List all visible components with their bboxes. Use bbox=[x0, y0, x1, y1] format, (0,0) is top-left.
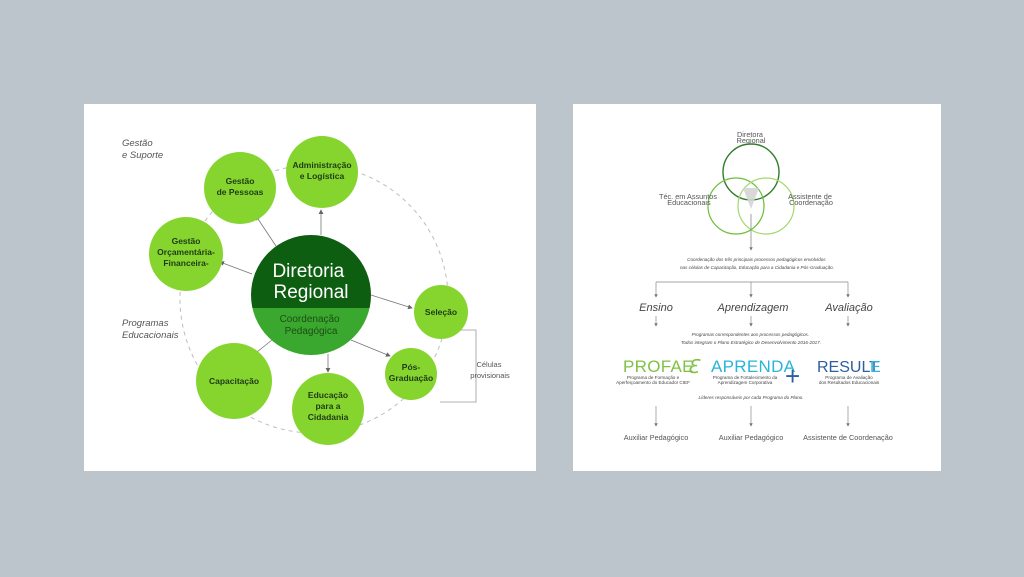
node-capacitacao: Capacitação bbox=[196, 343, 272, 419]
process-ensino: Ensino bbox=[639, 302, 673, 314]
svg-text:+: + bbox=[785, 361, 800, 391]
venn-label-tecnico: Téc. em Assuntos Educacionais bbox=[659, 192, 719, 207]
pedagogical-structure-panel: Diretora Regional Téc. em Assuntos Educa… bbox=[573, 104, 941, 471]
svg-text:PROFAE: PROFAE bbox=[623, 357, 694, 376]
venn-label-diretora: Diretora Regional bbox=[737, 130, 766, 145]
svg-text:Capacitação: Capacitação bbox=[209, 376, 259, 386]
svg-text:Programa de Fortalecimento da: Programa de Fortalecimento da bbox=[713, 375, 778, 380]
node-selecao: Seleção bbox=[414, 285, 468, 339]
connector-arrows bbox=[219, 209, 413, 373]
section-gestao-label: Gestão e Suporte bbox=[122, 138, 163, 161]
center-subtitle: Coordenação Pedagógica bbox=[280, 314, 343, 337]
svg-text:Programa de Avaliação: Programa de Avaliação bbox=[825, 375, 873, 380]
venn-circle-assistente bbox=[737, 177, 795, 235]
center-node: Diretoria Regional Coordenação Pedagógic… bbox=[251, 235, 371, 355]
svg-text:Programa de Formação e: Programa de Formação e bbox=[627, 375, 680, 380]
svg-text:Seleção: Seleção bbox=[425, 307, 457, 317]
svg-text:ℇ: ℇ bbox=[687, 357, 701, 378]
svg-text:E: E bbox=[870, 359, 881, 376]
venn-circle-tecnico bbox=[707, 177, 765, 235]
pedagogical-structure-diagram: Diretora Regional Téc. em Assuntos Educa… bbox=[616, 130, 893, 442]
process-avaliacao: Avaliação bbox=[824, 302, 873, 314]
coordination-text: Coordenação dos três principais processo… bbox=[680, 257, 834, 270]
svg-text:APRENDA: APRENDA bbox=[711, 357, 796, 376]
role-assistente: Assistente de Coordenação bbox=[803, 433, 893, 442]
role-auxiliar-1: Auxiliar Pedagógico bbox=[624, 433, 689, 442]
svg-text:Aperfeiçoamento do Educador CI: Aperfeiçoamento do Educador CIEF bbox=[616, 380, 690, 385]
process-down-arrows bbox=[654, 316, 850, 327]
logo-resulte: RESULT E Programa de Avaliação dos Resul… bbox=[817, 359, 881, 385]
svg-text:RESULT: RESULT bbox=[817, 359, 879, 376]
svg-text:Aprendizagem Corporativa: Aprendizagem Corporativa bbox=[718, 380, 773, 385]
celulas-provisionais-label: Células provisionais bbox=[470, 360, 510, 380]
programas-text: Programas correspondentes aos processos … bbox=[681, 332, 821, 345]
lideres-text: Líderes responsáveis por cada Programa d… bbox=[699, 395, 804, 400]
venn-label-assistente: Assistente de Coordenação bbox=[788, 192, 834, 207]
logo-aprenda: APRENDA + Programa de Fortalecimento da … bbox=[711, 357, 800, 391]
org-cycle-panel: Gestão e Suporte Programas Educacionais … bbox=[84, 104, 536, 471]
node-pos-graduacao: Pós-Graduação bbox=[385, 348, 437, 400]
venn-diagram bbox=[707, 143, 795, 235]
center-title: Diretoria Regional bbox=[272, 261, 349, 303]
section-programas-label: Programas Educacionais bbox=[122, 318, 179, 341]
svg-text:Pós-Graduação: Pós-Graduação bbox=[389, 362, 433, 383]
process-aprendizagem: Aprendizagem bbox=[717, 302, 789, 314]
provisional-bracket bbox=[440, 329, 477, 403]
process-branches bbox=[654, 281, 850, 298]
role-down-arrows bbox=[654, 406, 850, 427]
org-cycle-diagram: Gestão e Suporte Programas Educacionais … bbox=[122, 136, 510, 445]
svg-text:dos Resultados Educacionais: dos Resultados Educacionais bbox=[819, 380, 880, 385]
role-auxiliar-2: Auxiliar Pedagógico bbox=[719, 433, 784, 442]
logo-profae: PROFAE ℇ Programa de Formação e Aperfeiç… bbox=[616, 357, 701, 385]
